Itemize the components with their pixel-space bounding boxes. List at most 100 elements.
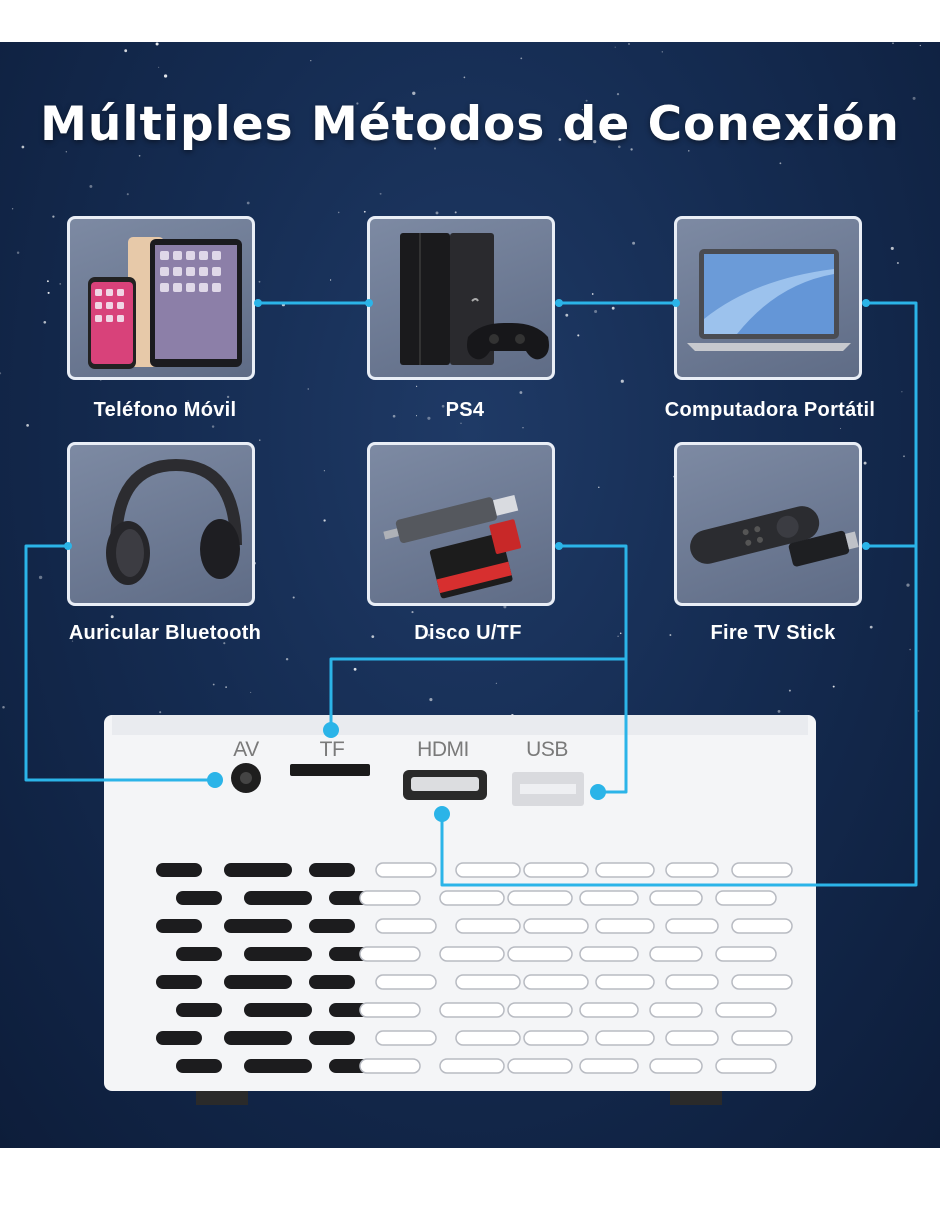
star — [421, 628, 424, 631]
vent-slot — [715, 1058, 777, 1074]
star — [392, 414, 396, 418]
vent-slot — [439, 1002, 505, 1018]
star — [628, 43, 630, 45]
page-title: Múltiples Métodos de Conexión — [40, 97, 900, 152]
star — [869, 625, 873, 629]
star — [614, 46, 616, 48]
vent-slot — [507, 1002, 573, 1018]
vent-slot — [244, 947, 312, 961]
star — [429, 698, 433, 702]
vent-slot — [156, 975, 202, 989]
star — [124, 49, 128, 53]
vent-slot — [523, 974, 589, 990]
star — [742, 134, 744, 136]
hdmi-port-label: HDMI — [417, 738, 469, 761]
star — [307, 388, 309, 390]
vent-slot — [309, 863, 355, 877]
star — [520, 57, 523, 60]
star — [912, 96, 916, 100]
star — [463, 76, 466, 79]
vent-slot — [176, 891, 222, 905]
star — [225, 686, 227, 688]
vent-slot — [649, 946, 703, 962]
card-reader-image — [383, 494, 522, 599]
vent-slot — [579, 946, 639, 962]
wire-endpoint-dot — [64, 542, 72, 550]
wire-endpoint-dot — [207, 772, 223, 788]
star — [353, 667, 357, 671]
phone-tablet-image — [88, 237, 242, 369]
vent-slot — [731, 918, 793, 934]
vent-slot — [649, 1002, 703, 1018]
vent-slot — [224, 919, 292, 933]
vent-slot — [359, 1058, 421, 1074]
vent-slot — [731, 1030, 793, 1046]
star — [565, 313, 569, 317]
star — [620, 379, 624, 383]
wire-endpoint-dot — [555, 299, 563, 307]
wire-endpoint-dot — [365, 299, 373, 307]
star — [285, 657, 289, 661]
star — [223, 642, 226, 645]
connection-wires — [24, 299, 918, 887]
star — [919, 44, 921, 47]
star — [212, 683, 215, 686]
star — [433, 147, 437, 150]
vent-slot — [176, 1059, 222, 1073]
wire-endpoint-dot — [672, 299, 680, 307]
vent-slot — [224, 975, 292, 989]
star — [777, 709, 781, 713]
star — [292, 596, 295, 599]
star — [274, 125, 277, 127]
ps4-console-image — [400, 233, 549, 365]
vent-slot — [156, 1031, 202, 1045]
star — [412, 91, 416, 95]
vent-slot — [455, 862, 521, 878]
star — [379, 192, 382, 195]
star — [76, 139, 78, 141]
star — [258, 280, 261, 283]
connection-wire — [24, 544, 215, 782]
tf-port-label: TF — [319, 738, 345, 761]
vent-slot — [455, 918, 521, 934]
vent-slot — [375, 974, 437, 990]
star — [411, 611, 414, 614]
star — [890, 246, 894, 250]
vent-slot — [439, 1058, 505, 1074]
vent-slot — [309, 975, 355, 989]
vent-slot — [244, 1003, 312, 1017]
star — [415, 415, 418, 417]
vent-slot — [523, 918, 589, 934]
star — [163, 74, 168, 78]
firetv-remote-image — [690, 506, 859, 567]
vent-slot — [731, 974, 793, 990]
ps4-label: PS4 — [445, 399, 485, 421]
star — [323, 519, 326, 522]
star — [441, 404, 445, 408]
star — [71, 640, 74, 642]
star — [611, 306, 615, 310]
star — [435, 211, 439, 215]
vent-slot — [523, 1030, 589, 1046]
star — [598, 486, 600, 489]
star — [38, 575, 43, 580]
firetv-label: Fire TV Stick — [710, 622, 836, 644]
star — [903, 455, 905, 458]
star — [310, 60, 312, 62]
vent-slot — [156, 863, 202, 877]
vent-slot — [649, 1058, 703, 1074]
star — [892, 42, 894, 45]
star — [454, 211, 457, 214]
star — [427, 634, 431, 637]
headphones-label: Auricular Bluetooth — [68, 622, 262, 644]
star — [669, 634, 672, 636]
laptop-image — [687, 249, 851, 351]
star — [59, 283, 61, 285]
star — [89, 184, 93, 188]
star — [126, 193, 129, 196]
star — [593, 140, 597, 144]
star — [416, 385, 418, 387]
vent-slot — [375, 1030, 437, 1046]
star — [863, 461, 867, 465]
star — [158, 66, 160, 68]
